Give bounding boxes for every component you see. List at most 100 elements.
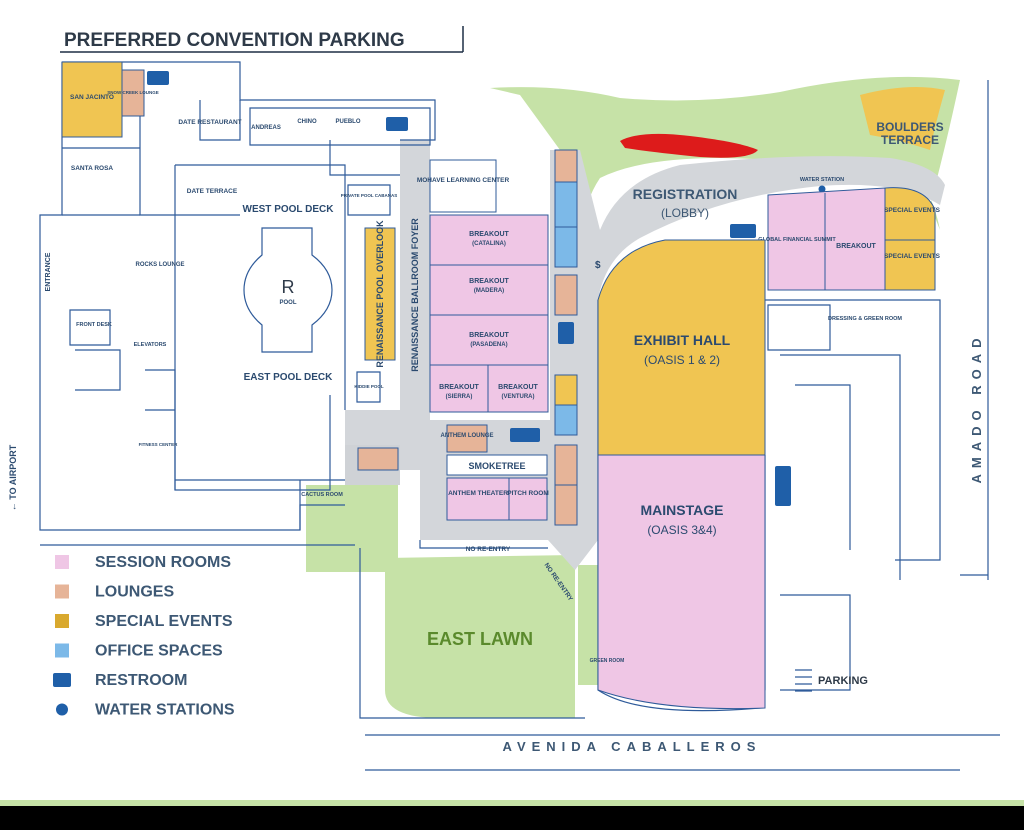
room-volunteer-office <box>554 226 578 268</box>
room-boardroom-lounge <box>554 149 578 183</box>
room-breakout-sierra <box>429 364 489 413</box>
room-anthem-theater <box>446 477 510 521</box>
pool-logo: R <box>282 277 295 297</box>
label-pasadena: (PASADENA) <box>470 342 507 348</box>
label-front-desk: FRONT DESK <box>76 322 112 328</box>
legend-label: RESTROOM <box>95 672 187 689</box>
legend-swatch <box>55 643 69 658</box>
restroom-icon <box>730 224 756 238</box>
label-santa-rosa: SANTA ROSA <box>71 165 114 172</box>
room-staff-office <box>554 181 578 228</box>
highlight-marker <box>620 133 758 158</box>
restroom-icon <box>510 428 540 442</box>
room-media-office <box>554 404 578 436</box>
label-no-reentry-1: NO RE-ENTRY <box>466 546 511 553</box>
label-avenida: AVENIDA CABALLEROS <box>503 739 762 754</box>
legend-label: LOUNGES <box>95 584 174 601</box>
breakout-rooms <box>429 214 549 413</box>
label-registration: REGISTRATION <box>633 186 738 202</box>
building-outlines <box>39 61 585 719</box>
room-smoketree <box>446 454 548 476</box>
room-exhibit-hall <box>597 239 766 456</box>
label-pitch-room: PITCH ROOM <box>507 490 549 497</box>
label-oasis-12: (OASIS 1 & 2) <box>644 353 720 367</box>
label-mainstage: MAINSTAGE <box>641 502 724 518</box>
label-elevators: ELEVATORS <box>134 342 167 348</box>
north-lawn <box>490 76 960 240</box>
restroom-icon <box>775 466 791 506</box>
label-pueblo: PUEBLO <box>335 119 360 125</box>
label-kiddie-pool: KIDDIE POOL <box>354 384 384 389</box>
legend-label: SPECIAL EVENTS <box>95 613 233 630</box>
label-breakout-catalina: BREAKOUT <box>469 231 509 238</box>
room-breakout-ventura <box>487 364 549 413</box>
label-breakout-pasadena: BREAKOUT <box>469 332 509 339</box>
label-andreas: ANDREAS <box>251 125 281 131</box>
label-amado: AMADO ROAD <box>969 333 984 484</box>
room-speaker-ready <box>554 374 578 406</box>
page-title: PREFERRED CONVENTION PARKING <box>64 30 405 51</box>
label-special-events-2: SPECIAL EVENTS <box>884 253 941 260</box>
label-dressing: DRESSING & GREEN ROOM <box>828 316 902 322</box>
label-snow-creek: SNOW CREEK LOUNGE <box>107 90 159 95</box>
legend-label: WATER STATIONS <box>95 702 235 719</box>
label-entrance: ENTRANCE <box>45 252 52 291</box>
label-boulders: BOULDERS <box>876 120 943 134</box>
label-anthem-theater: ANTHEM THEATER <box>448 490 508 497</box>
label-date-terrace: DATE TERRACE <box>187 188 238 195</box>
legend-swatch <box>55 555 69 569</box>
restroom-icons <box>147 71 791 506</box>
label-lobby: (LOBBY) <box>661 206 709 220</box>
label-cactus-room: CACTUS ROOM <box>301 492 343 498</box>
service-column <box>554 149 578 526</box>
label-private-cabanas: PRIVATE POOL CABANAS <box>341 193 398 198</box>
water-drop-icon <box>56 703 68 716</box>
label-terrace: TERRACE <box>881 133 939 147</box>
label-special-events-1: SPECIAL EVENTS <box>884 207 941 214</box>
legend-swatch <box>55 584 69 599</box>
room-breakout-pasadena <box>429 314 549 366</box>
label-to-airport: ← TO AIRPORT <box>8 444 18 511</box>
label-mohave: MOHAVE LEARNING CENTER <box>417 177 510 184</box>
legend-label: OFFICE SPACES <box>95 643 223 660</box>
restroom-icon <box>386 117 408 131</box>
label-smoketree: SMOKETREE <box>468 461 525 471</box>
label-oasis-34: (OASIS 3&4) <box>647 523 716 537</box>
room-anthem-lounge <box>446 424 488 453</box>
label-rocks-lounge: ROCKS LOUNGE <box>135 262 184 268</box>
label-east-lawn: EAST LAWN <box>427 629 533 649</box>
room-pitch-lounge <box>554 484 578 526</box>
label-water-station: WATER STATION <box>800 177 844 183</box>
room-breakout-catalina <box>429 214 549 266</box>
room-mohave <box>429 159 497 213</box>
label-madera: (MADERA) <box>474 288 504 294</box>
label-ventura: (VENTURA) <box>502 394 535 400</box>
label-catalina: (CATALINA) <box>472 241 506 247</box>
boulders-terrace-area <box>860 86 945 150</box>
room-student-lounge <box>554 444 578 486</box>
room-san-jacinto <box>61 61 123 138</box>
label-breakout-primrose: BREAKOUT <box>836 243 876 250</box>
label-exhibit-hall: EXHIBIT HALL <box>634 332 731 348</box>
label-ballroom-foyer: RENAISSANCE BALLROOM FOYER <box>410 218 420 372</box>
restroom-icon <box>558 322 574 344</box>
label-parking: PARKING <box>818 675 868 687</box>
label-breakout-madera: BREAKOUT <box>469 278 509 285</box>
room-snow-creek <box>121 69 145 117</box>
water-drop-icon <box>818 185 826 193</box>
label-fitness: FITNESS CENTER <box>139 442 179 447</box>
dollar-sign-icon: $ <box>595 260 601 271</box>
pool-shape <box>243 227 333 353</box>
label-sierra: (SIERRA) <box>446 394 473 400</box>
label-west-pool-deck: WEST POOL DECK <box>243 204 335 215</box>
small-lawn-area <box>306 485 398 572</box>
legend-label: SESSION ROOMS <box>95 554 231 571</box>
room-lounge-west <box>357 447 399 471</box>
room-breakout-lounge <box>554 274 578 316</box>
east-lawn-area <box>385 555 575 718</box>
label-pool: POOL <box>279 300 296 306</box>
label-breakout-ventura: BREAKOUT <box>498 384 538 391</box>
bottom-black-band <box>0 806 1024 825</box>
